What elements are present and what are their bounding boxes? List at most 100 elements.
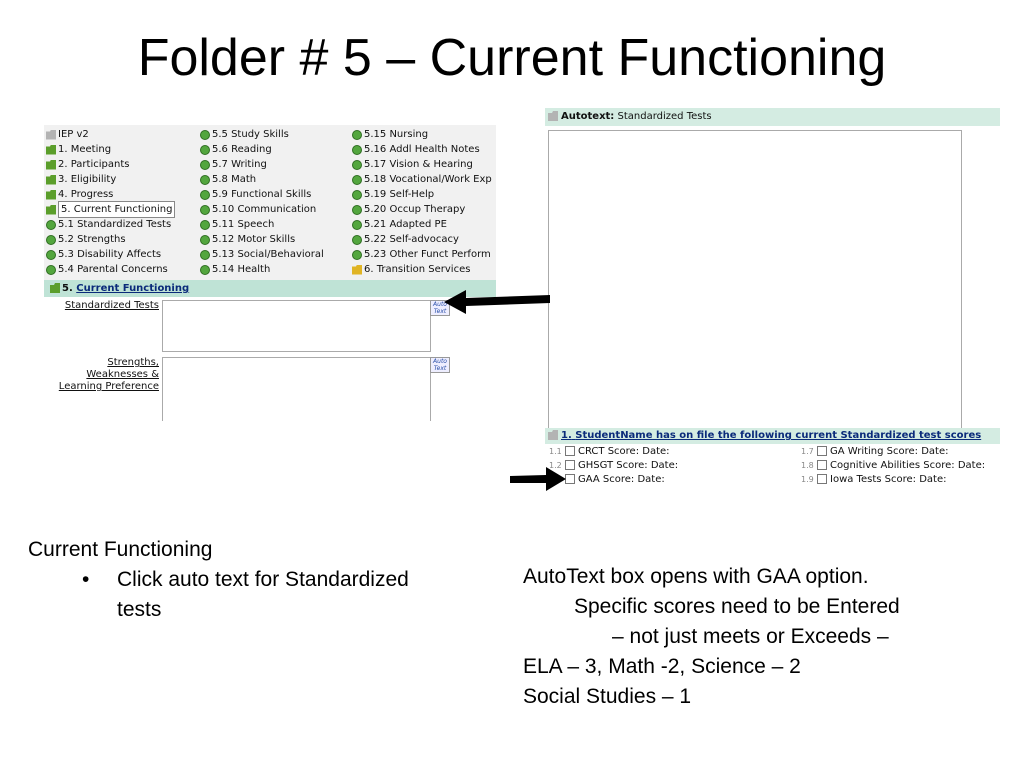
nav-item[interactable]: 6. Transition Services: [352, 262, 492, 277]
option-number: 1.7: [801, 447, 814, 456]
nav-column-3: 5.15 Nursing 5.16 Addl Health Notes 5.17 V…: [352, 127, 492, 277]
green-circle-icon: [200, 219, 210, 230]
nav-item[interactable]: IEP v2: [46, 127, 175, 142]
green-circle-icon: [200, 264, 210, 275]
nav-item[interactable]: 5.14 Health: [200, 262, 324, 277]
green-circle-icon: [46, 249, 56, 260]
strengths-textarea[interactable]: [162, 357, 431, 421]
nav-item[interactable]: 5.16 Addl Health Notes: [352, 142, 492, 157]
nav-item-label: 5.8 Math: [212, 174, 257, 185]
nav-item-label: 5.23 Other Funct Perform: [364, 249, 491, 260]
nav-item[interactable]: 5.3 Disability Affects: [46, 247, 175, 262]
green-circle-icon: [352, 219, 362, 230]
score-option: 1.9 Iowa Tests Score: Date:: [801, 473, 946, 487]
score-checkbox[interactable]: [817, 446, 827, 456]
current-functioning-header: 5. Current Functioning: [44, 280, 496, 297]
standardized-tests-label[interactable]: Standardized Tests: [64, 300, 159, 311]
green-circle-icon: [200, 144, 210, 155]
nav-item[interactable]: 5.20 Occup Therapy: [352, 202, 492, 217]
option-number: 1.8: [801, 461, 814, 470]
nav-item[interactable]: 2. Participants: [46, 157, 175, 172]
score-checkbox[interactable]: [817, 460, 827, 470]
option-label: Iowa Tests Score: Date:: [830, 474, 947, 485]
nav-item-label: 5.4 Parental Concerns: [58, 264, 168, 275]
strengths-label[interactable]: Strengths, Weaknesses & Learning Prefere…: [58, 357, 159, 392]
nav-item-label: 5.22 Self-advocacy: [364, 234, 459, 245]
green-circle-icon: [352, 159, 362, 170]
score-checkbox[interactable]: [817, 474, 827, 484]
nav-item[interactable]: 5.2 Strengths: [46, 232, 175, 247]
green-circle-icon: [352, 234, 362, 245]
auto-text-button[interactable]: Auto Text: [430, 300, 450, 316]
notes-left: Current Functioning • Click auto text fo…: [28, 535, 498, 625]
nav-item[interactable]: 5.21 Adapted PE: [352, 217, 492, 232]
option-label: CRCT Score: Date:: [578, 446, 670, 457]
nav-item[interactable]: 5.7 Writing: [200, 157, 324, 172]
arrow-to-auto-text-icon: [444, 290, 550, 314]
score-checkbox[interactable]: [565, 460, 575, 470]
nav-item[interactable]: 5.4 Parental Concerns: [46, 262, 175, 277]
nav-item-label: 5.16 Addl Health Notes: [364, 144, 480, 155]
green-circle-icon: [352, 249, 362, 260]
option-label: GAA Score: Date:: [578, 474, 665, 485]
auto-text-button-strengths[interactable]: Auto Text: [430, 357, 450, 373]
nav-item-label: 5.7 Writing: [212, 159, 267, 170]
green-folder-icon: [46, 159, 56, 170]
green-circle-icon: [200, 174, 210, 185]
slide-title: Folder # 5 – Current Functioning: [137, 29, 887, 87]
autotext-header: Autotext: Standardized Tests: [545, 108, 1000, 126]
green-circle-icon: [200, 159, 210, 170]
nav-item[interactable]: 5.6 Reading: [200, 142, 324, 157]
green-folder-icon: [46, 174, 56, 185]
green-circle-icon: [200, 234, 210, 245]
nav-item-label: 5.17 Vision & Hearing: [364, 159, 473, 170]
gray-folder-icon: [548, 430, 558, 440]
green-folder-icon: [50, 283, 60, 293]
gray-folder-icon: [46, 129, 56, 140]
option-label: GA Writing Score: Date:: [830, 446, 949, 457]
nav-item[interactable]: 5.8 Math: [200, 172, 324, 187]
nav-item-label: 2. Participants: [58, 159, 130, 170]
nav-item[interactable]: 5.11 Speech: [200, 217, 324, 232]
nav-item[interactable]: 5.10 Communication: [200, 202, 324, 217]
green-circle-icon: [200, 204, 210, 215]
autotext-textarea[interactable]: [548, 130, 962, 430]
nav-item[interactable]: 5.17 Vision & Hearing: [352, 157, 492, 172]
nav-item[interactable]: 5.23 Other Funct Perform: [352, 247, 492, 262]
green-circle-icon: [352, 174, 362, 185]
nav-item[interactable]: 4. Progress: [46, 187, 175, 202]
nav-item-label: 5.13 Social/Behavioral: [212, 249, 324, 260]
gold-folder-icon: [352, 264, 362, 275]
nav-item[interactable]: 5.18 Vocational/Work Exp: [352, 172, 492, 187]
nav-item[interactable]: 5.13 Social/Behavioral: [200, 247, 324, 262]
nav-item-label: 3. Eligibility: [58, 174, 117, 185]
nav-item[interactable]: 3. Eligibility: [46, 172, 175, 187]
nav-item[interactable]: 5.19 Self-Help: [352, 187, 492, 202]
nav-item[interactable]: 5.22 Self-advocacy: [352, 232, 492, 247]
green-circle-icon: [352, 144, 362, 155]
nav-item[interactable]: 5.1 Standardized Tests: [46, 217, 175, 232]
green-circle-icon: [200, 129, 210, 140]
question-link[interactable]: 1. StudentName has on file the following…: [561, 430, 982, 441]
score-option: 1.7 GA Writing Score: Date:: [801, 445, 949, 459]
green-circle-icon: [46, 234, 56, 245]
option-number: 1.9: [801, 475, 814, 484]
nav-item[interactable]: 5.9 Functional Skills: [200, 187, 324, 202]
green-circle-icon: [46, 219, 56, 230]
autotext-dialog-screenshot: Autotext: Standardized Tests 1. StudentN…: [545, 108, 1000, 490]
nav-item[interactable]: 5.15 Nursing: [352, 127, 492, 142]
nav-item[interactable]: 5.5 Study Skills: [200, 127, 324, 142]
standardized-tests-textarea[interactable]: [162, 300, 431, 352]
current-functioning-link[interactable]: Current Functioning: [76, 283, 190, 294]
nav-item-label: 5.15 Nursing: [364, 129, 429, 140]
nav-item-label: 5.14 Health: [212, 264, 271, 275]
nav-item[interactable]: 1. Meeting: [46, 142, 175, 157]
green-circle-icon: [352, 189, 362, 200]
nav-item[interactable]: 5. Current Functioning: [46, 201, 176, 218]
green-circle-icon: [200, 189, 210, 200]
score-checkbox[interactable]: [565, 446, 575, 456]
nav-item[interactable]: 5.12 Motor Skills: [200, 232, 324, 247]
